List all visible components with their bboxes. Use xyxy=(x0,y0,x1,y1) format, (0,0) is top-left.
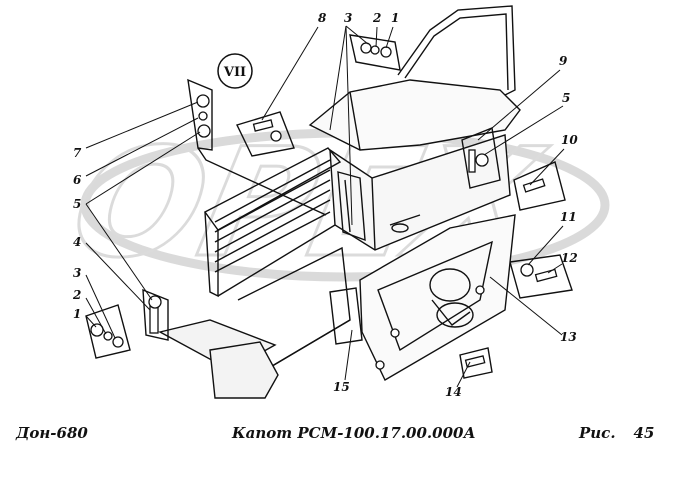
callout-14: 14 xyxy=(445,385,462,399)
callout-12: 12 xyxy=(561,251,578,265)
callout-7: 7 xyxy=(73,146,82,160)
callout-numbers: 8 3 2 1 9 5 10 11 12 13 14 15 7 6 5 4 3 … xyxy=(72,11,578,399)
watermark: OPEX xyxy=(57,114,610,292)
drawing-title: Капот РСМ-100.17.00.000А xyxy=(232,424,476,442)
callout-9: 9 xyxy=(559,54,568,68)
callout-3-left: 3 xyxy=(73,266,81,280)
callout-13: 13 xyxy=(560,330,577,344)
callout-6: 6 xyxy=(73,173,82,187)
fasteners xyxy=(90,42,558,370)
callout-2-left: 2 xyxy=(72,288,81,302)
figure-prefix: Рис. xyxy=(579,424,616,442)
callout-15: 15 xyxy=(333,380,350,394)
callout-10: 10 xyxy=(561,133,578,147)
callout-4: 4 xyxy=(73,235,81,249)
callout-11: 11 xyxy=(560,210,577,224)
callout-1-left: 1 xyxy=(73,307,81,321)
callout-5-left: 5 xyxy=(73,197,81,211)
view-label: VII xyxy=(223,65,246,80)
callout-5-right: 5 xyxy=(562,91,570,105)
callout-8: 8 xyxy=(318,11,327,25)
callout-1-top: 1 xyxy=(391,11,399,25)
figure-number: 45 xyxy=(633,424,655,442)
model-name: Дон-680 xyxy=(16,424,88,442)
callout-3-top: 3 xyxy=(344,11,352,25)
cab-frame xyxy=(85,5,573,399)
view-marker: VII xyxy=(217,53,253,89)
leader-lines xyxy=(85,25,565,388)
figure-label: Рис. 45 xyxy=(579,424,654,442)
callout-2-top: 2 xyxy=(372,11,381,25)
